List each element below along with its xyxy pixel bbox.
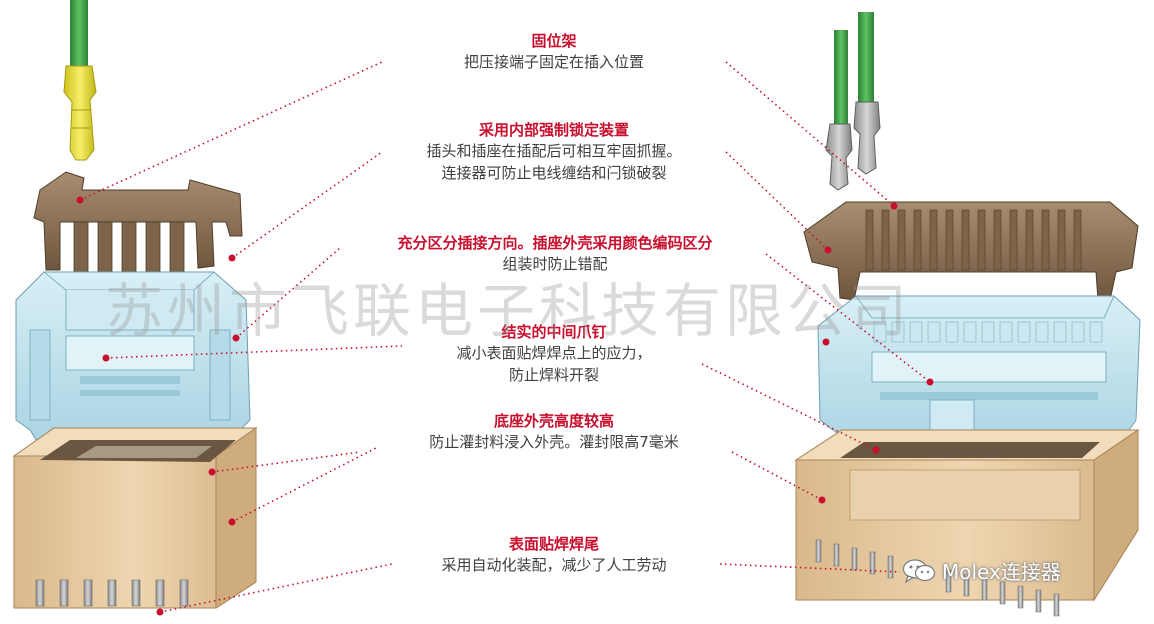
label-retainer-title: 固位架 — [531, 32, 577, 50]
leader-line-2-right — [725, 151, 829, 251]
leader-line-2-left — [231, 151, 383, 259]
label-polarization: 充分区分插接方向。插座外壳采用颜色编码区分 组装时防止错配 — [320, 233, 790, 275]
leader-line-5-right — [731, 451, 823, 501]
label-locking: 采用内部强制锁定装置 插头和插座在插配后可相互牢固抓握。 连接器可防止电线缠结和… — [354, 120, 754, 184]
left-retainer — [33, 171, 243, 273]
leader-line-1-left — [79, 61, 383, 201]
brand-badge: Molex连接器 — [902, 556, 1061, 585]
label-base-height-desc: 防止灌封料浸入外壳。灌封限高7毫米 — [429, 433, 679, 451]
leader-lines — [79, 61, 931, 613]
label-retainer-desc: 把压接端子固定在插入位置 — [463, 53, 644, 71]
right-receptacle — [794, 429, 1140, 617]
label-base-height-title: 底座外壳高度较高 — [493, 412, 614, 430]
label-base-height: 底座外壳高度较高 防止灌封料浸入外壳。灌封限高7毫米 — [334, 411, 774, 453]
left-plug-housing — [15, 271, 251, 447]
left-wire-terminal — [63, 0, 97, 161]
label-hold-down: 结实的中间爪钉 减小表面贴焊焊点上的应力， 防止焊料开裂 — [354, 322, 754, 386]
label-retainer: 固位架 把压接端子固定在插入位置 — [354, 31, 754, 73]
label-hold-down-title: 结实的中间爪钉 — [501, 323, 607, 341]
brand-text: Molex连接器 — [942, 560, 1061, 584]
right-retainer — [803, 201, 1139, 301]
leader-dots — [76, 196, 934, 616]
label-locking-desc: 插头和插座在插配后可相互牢固抓握。 连接器可防止电线缠结和闩锁破裂 — [426, 142, 682, 182]
left-receptacle — [12, 427, 258, 609]
label-hold-down-desc: 减小表面贴焊焊点上的应力， 防止焊料开裂 — [456, 344, 652, 384]
right-plug-housing — [817, 295, 1141, 453]
label-polarization-desc: 组装时防止错配 — [502, 255, 608, 273]
leader-line-5-mid — [231, 447, 377, 523]
label-smt-tails-title: 表面贴焊焊尾 — [508, 535, 599, 553]
wechat-icon — [902, 558, 936, 583]
label-polarization-title: 充分区分插接方向。插座外壳采用颜色编码区分 — [397, 234, 713, 252]
label-smt-tails-desc: 采用自动化装配，减少了人工劳动 — [441, 556, 667, 574]
right-wire-terminals — [825, 12, 881, 191]
leader-line-1-right — [725, 61, 895, 207]
leader-line-6-right — [719, 563, 901, 573]
label-locking-title: 采用内部强制锁定装置 — [478, 121, 629, 139]
label-smt-tails: 表面贴焊焊尾 采用自动化装配，减少了人工劳动 — [354, 534, 754, 576]
